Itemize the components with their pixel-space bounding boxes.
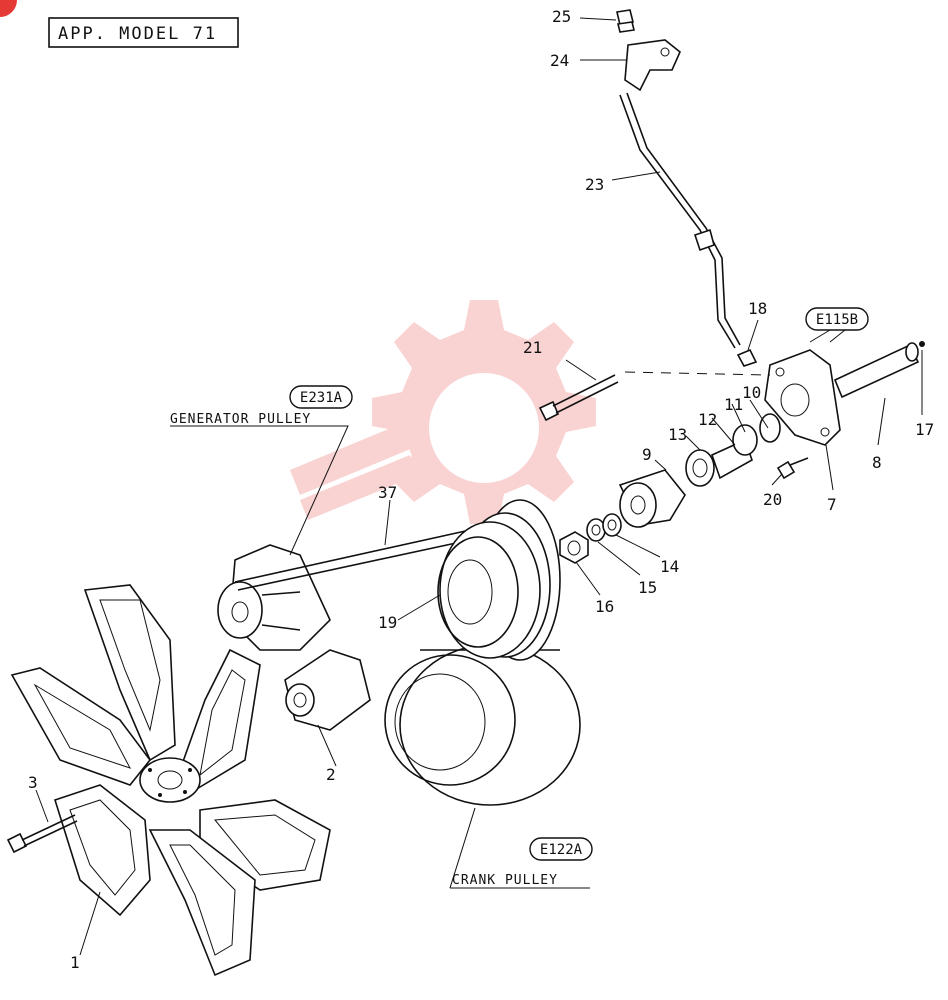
long-bolt <box>538 371 771 422</box>
triple-v-pulley <box>437 499 561 661</box>
part-label-2: 2 <box>326 765 336 784</box>
generator-pulley <box>217 544 331 651</box>
part-label-20: 21 <box>523 338 542 357</box>
bracket-bolt <box>776 457 809 480</box>
part-label-37: 37 <box>378 483 397 502</box>
part-label-3: 3 <box>28 773 38 792</box>
part-label-14: 14 <box>660 557 679 576</box>
part-label-7: 7 <box>827 495 837 514</box>
corner-badge <box>0 0 17 17</box>
part-number-labels: 25 24 23 21 18 8 17 7 20 10 11 12 13 9 1… <box>28 7 934 972</box>
crank-pulley <box>384 644 581 806</box>
part-label-11: 11 <box>724 395 743 414</box>
generator-pulley-caption: GENERATOR PULLEY <box>170 412 311 427</box>
part-label-9: 9 <box>642 445 652 464</box>
bearing-set <box>685 413 781 487</box>
part-label-8: 8 <box>872 453 882 472</box>
pipe-clamp <box>624 39 681 92</box>
pulley-hub <box>618 469 686 528</box>
lube-pipe <box>619 92 741 349</box>
fan-blade-assembly <box>10 584 331 977</box>
fan-bracket <box>764 349 841 446</box>
fan-spacer <box>284 649 371 731</box>
nut-and-washers <box>559 513 622 564</box>
part-label-12: 12 <box>698 410 717 429</box>
bracket-ref: E115B <box>816 312 858 328</box>
part-label-13: 13 <box>668 425 687 444</box>
part-label-10: 10 <box>742 383 761 402</box>
part-label-17: 17 <box>915 420 934 439</box>
part-label-15: 15 <box>638 578 657 597</box>
crank-ref: E122A <box>540 842 583 858</box>
fan-shaft <box>833 341 925 399</box>
pipe-fitting <box>616 9 635 33</box>
crank-ref-callout: E122A <box>529 837 593 861</box>
bracket-ref-callout: E115B <box>805 307 869 331</box>
part-label-16: 16 <box>595 597 614 616</box>
model-title: APP. MODEL 71 <box>58 24 217 44</box>
part-label-1: 1 <box>70 953 80 972</box>
leader-lines <box>35 17 923 956</box>
fan-bolt <box>6 814 78 854</box>
generator-ref: E231A <box>300 390 343 406</box>
part-label-24: 24 <box>550 51 569 70</box>
part-label-19: 19 <box>378 613 397 632</box>
grease-fitting <box>736 348 758 367</box>
model-title-box: APP. MODEL 71 <box>48 17 239 48</box>
part-label-18: 18 <box>748 299 767 318</box>
part-label-23: 23 <box>585 175 604 194</box>
fan-belt <box>234 529 471 591</box>
generator-ref-callout: E231A <box>289 385 353 409</box>
part-label-25: 25 <box>552 7 571 26</box>
part-label-21: 20 <box>763 490 782 509</box>
watermark-gear-icon <box>290 300 596 524</box>
crank-pulley-caption: CRANK PULLEY <box>452 873 558 888</box>
